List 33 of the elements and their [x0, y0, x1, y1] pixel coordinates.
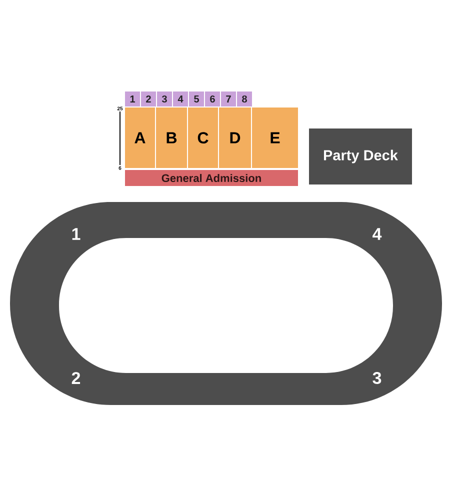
- node-label: 8: [242, 95, 247, 103]
- section-box: 6: [205, 92, 220, 106]
- node-label: D: [230, 132, 240, 144]
- turn-number: 3: [372, 372, 382, 384]
- node-label: E: [270, 132, 280, 144]
- section-box: C: [188, 108, 218, 168]
- turn-number: 4: [372, 228, 382, 240]
- turn-number: 2: [72, 372, 80, 384]
- node-label: 3: [162, 95, 167, 103]
- section-box: 4: [173, 92, 188, 106]
- section-box: 3: [157, 92, 172, 106]
- node-label: B: [166, 132, 177, 144]
- race-track: [10, 202, 442, 405]
- node-label: 2: [146, 96, 151, 102]
- node-label: 6: [210, 95, 215, 103]
- turn-number: 1: [72, 228, 80, 240]
- node-label: 7: [226, 96, 231, 102]
- section-box: 8: [237, 92, 252, 106]
- section-box: General Admission: [125, 170, 298, 186]
- section-box: B: [156, 108, 187, 168]
- section-box: 5: [189, 92, 204, 106]
- section-box: E: [252, 108, 298, 168]
- area-box: Party Deck: [309, 128, 412, 184]
- node-label: C: [198, 132, 208, 144]
- node-label: A: [134, 132, 146, 144]
- section-box: 2: [141, 92, 156, 106]
- node-label: 5: [194, 96, 200, 102]
- section-box: A: [125, 108, 155, 168]
- section-box: 1: [125, 92, 140, 106]
- node-label: 4: [178, 96, 184, 102]
- node-label: 1: [130, 96, 136, 102]
- section-box: D: [219, 108, 251, 168]
- section-box: 7: [221, 92, 236, 106]
